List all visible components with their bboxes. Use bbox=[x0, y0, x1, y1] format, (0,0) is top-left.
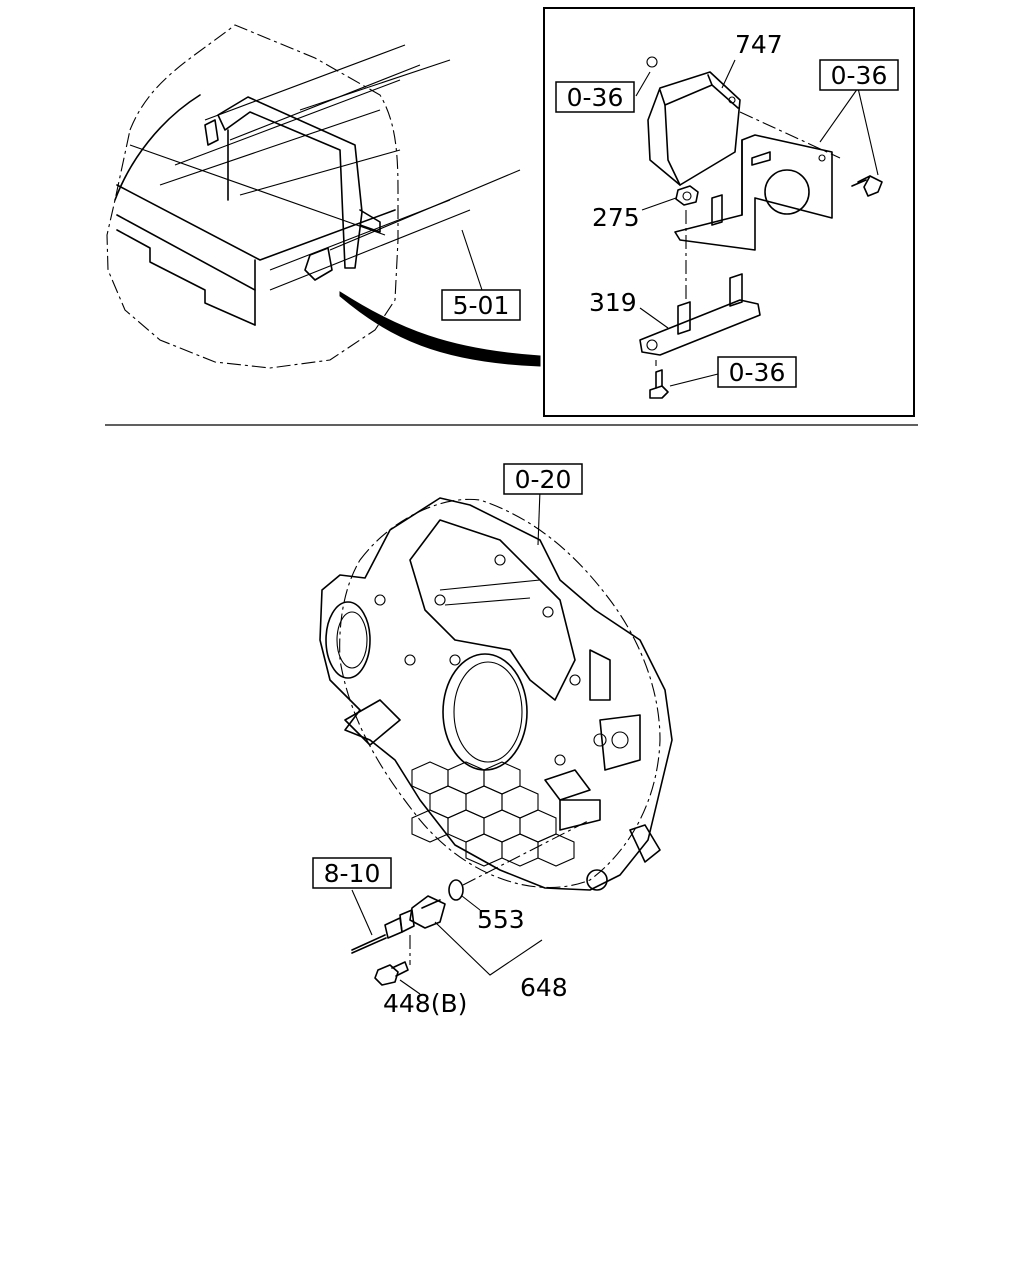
ref-box-0-36-bottom bbox=[717, 356, 797, 388]
bottom-leaders bbox=[351, 489, 543, 995]
truck-cab-drawing bbox=[106, 24, 541, 369]
part-648-label: 648 bbox=[520, 973, 568, 1002]
nut-275 bbox=[675, 185, 699, 206]
ecu-module-747 bbox=[646, 56, 741, 186]
ref-box-0-36-right bbox=[819, 59, 899, 91]
bolts-0-36 bbox=[649, 175, 883, 399]
ref-label-0-20: 0-20 bbox=[515, 465, 572, 494]
ref-label-0-36-right: 0-36 bbox=[831, 61, 888, 90]
ref-box-5-01 bbox=[441, 289, 521, 321]
ref-label-5-01: 5-01 bbox=[453, 291, 510, 320]
inset-leaders bbox=[635, 59, 879, 387]
ref-label-8-10: 8-10 bbox=[324, 859, 381, 888]
ref-box-0-36-left bbox=[555, 81, 635, 113]
part-319-label: 319 bbox=[589, 288, 637, 317]
part-448b-label: 448(B) bbox=[383, 989, 467, 1018]
ref-label-0-36-bottom: 0-36 bbox=[729, 358, 786, 387]
part-747-label: 747 bbox=[735, 30, 783, 59]
speed-sensor-assembly bbox=[351, 819, 591, 986]
ref-box-0-20 bbox=[503, 463, 583, 495]
ref-label-0-36-left: 0-36 bbox=[567, 83, 624, 112]
o-ring-553 bbox=[448, 879, 464, 901]
part-553-label: 553 bbox=[477, 905, 525, 934]
housing-mesh bbox=[411, 761, 575, 867]
mounting-bracket bbox=[674, 134, 833, 251]
part-275-label: 275 bbox=[592, 203, 640, 232]
plate-319 bbox=[639, 273, 761, 356]
flywheel-housing-drawing bbox=[319, 497, 673, 891]
ref-box-8-10 bbox=[312, 857, 392, 889]
detail-inset-frame bbox=[543, 7, 915, 417]
